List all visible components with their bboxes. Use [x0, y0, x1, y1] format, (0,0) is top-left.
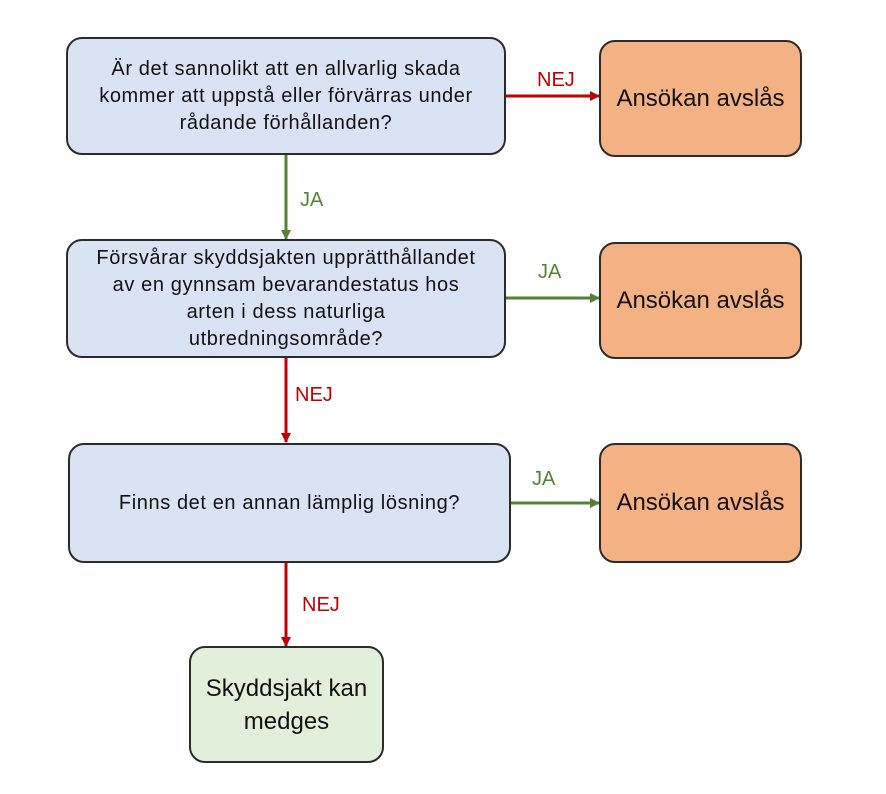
- question-box-1: Är det sannolikt att en allvarlig skada …: [66, 37, 506, 155]
- label-q2-ja: JA: [538, 261, 562, 283]
- label-q3-nej: NEJ: [302, 594, 340, 616]
- question-box-3: Finns det en annan lämplig lösning?: [68, 443, 511, 563]
- reject-box-3: Ansökan avslås: [599, 443, 802, 563]
- reject-1-text: Ansökan avslås: [616, 84, 785, 112]
- label-q1-ja: JA: [300, 189, 324, 211]
- reject-2-text: Ansökan avslås: [616, 286, 785, 314]
- label-q2-nej: NEJ: [295, 384, 333, 406]
- approve-text: Skyddsjakt kan medges: [205, 674, 368, 735]
- question-2-text: Försvårar skyddsjakten upprätthållandet …: [96, 246, 476, 350]
- label-q3-ja: JA: [532, 468, 556, 490]
- question-box-2: Försvårar skyddsjakten upprätthållandet …: [66, 239, 506, 358]
- label-q1-nej: NEJ: [537, 69, 575, 91]
- reject-box-1: Ansökan avslås: [599, 40, 802, 157]
- reject-box-2: Ansökan avslås: [599, 242, 802, 359]
- approve-box: Skyddsjakt kan medges: [189, 646, 384, 763]
- question-3-text: Finns det en annan lämplig lösning?: [118, 491, 461, 514]
- question-1-text: Är det sannolikt att en allvarlig skada …: [99, 57, 473, 134]
- reject-3-text: Ansökan avslås: [616, 489, 785, 516]
